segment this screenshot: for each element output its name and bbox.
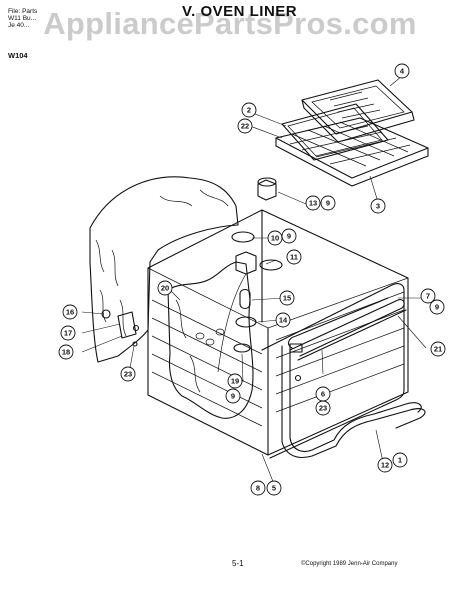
callout-14: 14 xyxy=(275,312,291,328)
callout-5: 5 xyxy=(266,480,282,496)
callout-9-c: 9 xyxy=(429,299,445,315)
page-title: V. OVEN LINER xyxy=(182,3,298,20)
callout-15: 15 xyxy=(279,290,295,306)
light-socket-stack xyxy=(217,251,257,373)
file-line: File: Parts xyxy=(8,8,38,15)
callout-9-b: 9 xyxy=(281,228,297,244)
model-number: W104 xyxy=(8,51,28,60)
page-number: 5-1 xyxy=(232,559,244,568)
svg-text:23: 23 xyxy=(124,370,132,379)
svg-text:12: 12 xyxy=(381,461,389,470)
broil-element xyxy=(287,297,407,361)
svg-text:15: 15 xyxy=(283,294,291,303)
svg-text:2: 2 xyxy=(247,106,251,115)
svg-text:11: 11 xyxy=(290,253,298,262)
callout-11: 11 xyxy=(286,249,302,265)
svg-text:4: 4 xyxy=(400,67,405,76)
oven-rack xyxy=(275,117,429,187)
top-openings xyxy=(231,231,283,271)
callout-23-a: 23 xyxy=(120,366,136,382)
svg-text:18: 18 xyxy=(62,348,70,357)
callout-13: 13 xyxy=(305,195,321,211)
oven-liner-cavity xyxy=(147,209,409,459)
svg-text:8: 8 xyxy=(256,484,260,493)
callout-9-a: 9 xyxy=(320,195,336,211)
copyright-notice: ©Copyright 1989 Jenn-Air Company xyxy=(301,561,398,567)
callout-12: 12 xyxy=(377,457,393,473)
svg-text:5: 5 xyxy=(272,484,276,493)
svg-text:21: 21 xyxy=(434,345,442,354)
leader-lines xyxy=(81,75,427,485)
callout-2: 2 xyxy=(241,102,257,118)
svg-text:7: 7 xyxy=(426,292,430,301)
callout-22: 22 xyxy=(237,118,253,134)
svg-text:19: 19 xyxy=(231,377,239,386)
watermark: AppliancePartsPros.com xyxy=(43,6,417,41)
svg-text:9: 9 xyxy=(287,232,291,241)
svg-text:20: 20 xyxy=(161,284,169,293)
file-line: W11 Bu... xyxy=(8,15,37,22)
callout-4: 4 xyxy=(394,63,410,79)
callout-8: 8 xyxy=(250,480,266,496)
callout-16-a: 16 xyxy=(62,304,78,320)
svg-text:9: 9 xyxy=(326,199,330,208)
svg-text:3: 3 xyxy=(376,202,380,211)
callout-3: 3 xyxy=(370,198,386,214)
bake-element xyxy=(281,345,426,459)
svg-text:16: 16 xyxy=(66,308,74,317)
svg-text:23: 23 xyxy=(319,404,327,413)
svg-text:14: 14 xyxy=(279,316,288,325)
callout-6: 6 xyxy=(315,386,331,402)
svg-text:9: 9 xyxy=(231,392,235,401)
svg-text:6: 6 xyxy=(321,390,325,399)
svg-text:22: 22 xyxy=(241,122,249,131)
hinge-bracket xyxy=(101,309,140,347)
callout-7: 7 xyxy=(420,288,436,304)
oven-light-assembly xyxy=(257,177,277,201)
file-reference: File: Parts W11 Bu... Je 40... xyxy=(8,8,37,29)
callout-21: 21 xyxy=(430,341,446,357)
callout-9-d: 9 xyxy=(225,388,241,404)
svg-text:9: 9 xyxy=(435,303,439,312)
callout-1: 1 xyxy=(392,452,408,468)
svg-text:17: 17 xyxy=(64,329,72,338)
callout-16-b: 18 xyxy=(58,344,74,360)
screw xyxy=(294,374,302,382)
callout-10: 10 xyxy=(267,230,283,246)
callout-23-b: 23 xyxy=(315,400,331,416)
callout-17: 17 xyxy=(60,325,76,341)
broil-pan xyxy=(301,79,415,143)
svg-text:10: 10 xyxy=(271,234,279,243)
file-line: Je 40... xyxy=(8,22,30,29)
insulation-blanket xyxy=(89,176,239,363)
svg-text:1: 1 xyxy=(398,456,402,465)
callout-19: 19 xyxy=(227,373,243,389)
svg-text:13: 13 xyxy=(309,199,317,208)
callout-20: 20 xyxy=(157,280,173,296)
side-insulation xyxy=(167,261,254,419)
